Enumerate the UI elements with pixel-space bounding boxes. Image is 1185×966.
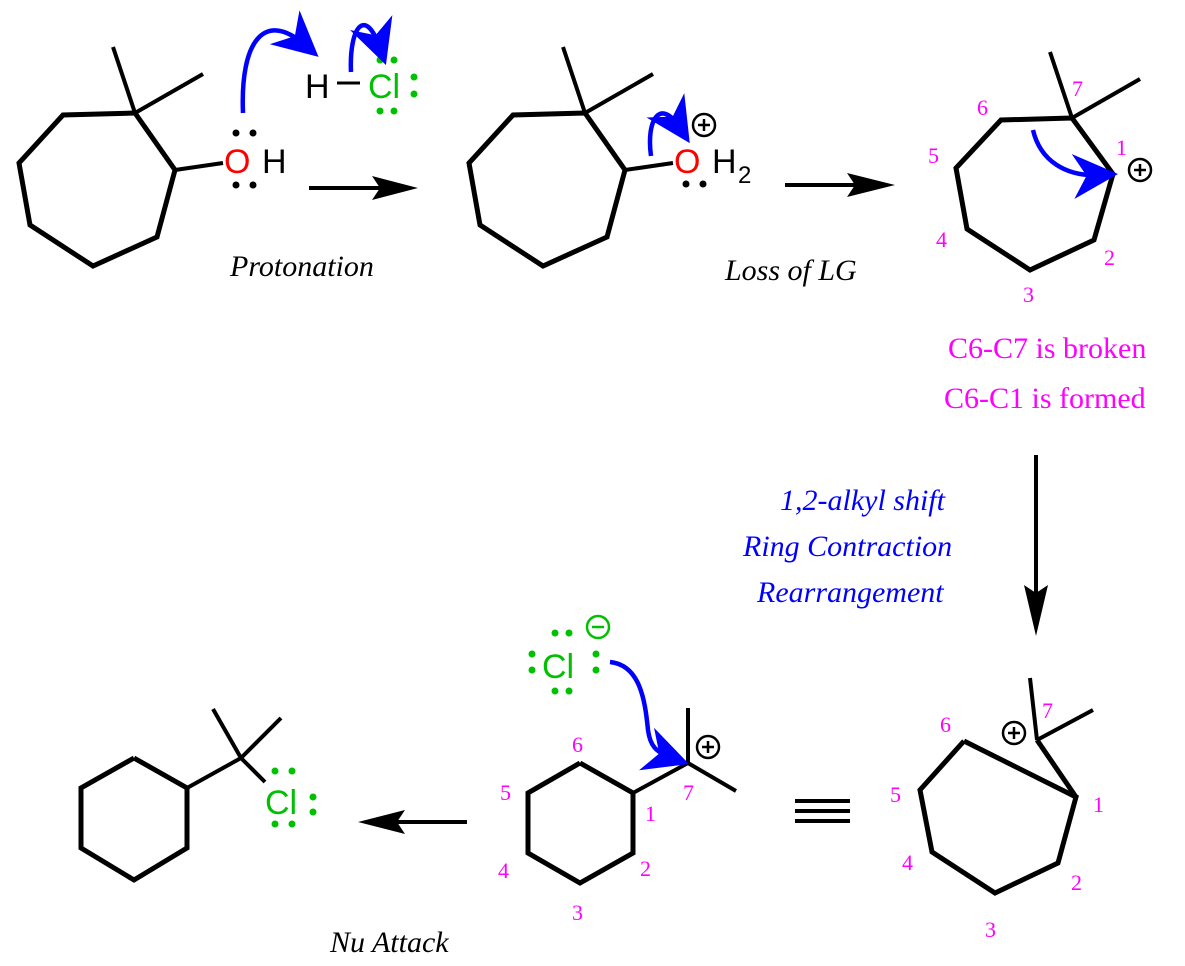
atom-number: 6: [940, 712, 951, 737]
label-ring-contraction: Ring Contraction: [742, 530, 952, 563]
atom-numbering: 1 2 3 4 5 6 7: [928, 76, 1127, 307]
chloride-lone-pairs: [528, 629, 600, 695]
positive-charge-icon: [691, 112, 717, 138]
methyl-bond: [134, 72, 204, 115]
atom-number: 1: [1093, 792, 1104, 817]
atom-number: 7: [1072, 76, 1083, 101]
c-o-bond: [624, 161, 674, 172]
step-label-loss-of-lg: Loss of LG: [724, 254, 857, 287]
methyl-bond: [239, 716, 283, 760]
negative-charge-icon: [585, 614, 611, 640]
ring-bonds: [525, 760, 636, 886]
atom-numbering: 1 2 3 4 5 6 7: [498, 732, 694, 925]
methyl-bond: [1048, 51, 1074, 119]
product-chlorine: Cl: [265, 784, 297, 822]
atom-number: 5: [890, 782, 901, 807]
molecule-cyclohexyl-cation: 1 2 3 4 5 6 7: [498, 708, 738, 925]
atom-number: 3: [572, 900, 583, 925]
lone-pair-dots: [232, 129, 257, 189]
methyl-bond: [1036, 708, 1094, 742]
oxygen-atom: O: [224, 143, 250, 181]
hydrogen-atom: H: [712, 143, 737, 181]
lone-pair-dots: [682, 180, 707, 188]
atom-numbering: 1 2 3 4 5 6 7: [890, 698, 1104, 942]
methyl-bond: [1071, 77, 1141, 120]
note-bond-broken: C6-C7 is broken: [948, 332, 1146, 365]
atom-number: 5: [928, 143, 939, 168]
subscript-2: 2: [738, 162, 751, 189]
ring-bonds: [78, 755, 190, 883]
atom-number: 1: [645, 801, 656, 826]
atom-number: 1: [1116, 135, 1127, 160]
methyl-bond: [561, 46, 587, 114]
molecule-alcohol: O H: [16, 46, 287, 269]
methyl-bond: [111, 46, 137, 114]
ring-bonds: [466, 110, 628, 269]
reaction-arrow-2: [785, 173, 895, 197]
hcl-chlorine: Cl: [368, 68, 400, 106]
c1-c7-bond: [632, 761, 689, 795]
ring-bonds: [16, 110, 178, 269]
hcl-hydrogen: H: [305, 68, 330, 106]
curly-arrow-bond-to-o: [646, 93, 690, 157]
reaction-arrow-3: [1024, 455, 1048, 636]
atom-number: 5: [500, 780, 511, 805]
note-bond-formed: C6-C1 is formed: [944, 382, 1146, 415]
positive-charge-icon: [1127, 157, 1153, 183]
atom-number: 6: [977, 95, 988, 120]
atom-number: 4: [936, 227, 947, 252]
molecule-redrawn-ring: 1 2 3 4 5 6 7: [890, 677, 1104, 942]
reaction-arrow-4: [358, 810, 467, 834]
atom-number: 7: [1042, 698, 1053, 723]
hcl-molecule: H Cl: [305, 56, 418, 115]
methyl-bond: [1028, 677, 1039, 741]
atom-number: 2: [1071, 870, 1082, 895]
hydrogen-atom: H: [262, 143, 287, 181]
positive-charge-icon: [1001, 720, 1027, 746]
curly-arrow-alkyl-shift: [1030, 129, 1118, 199]
step-label-protonation: Protonation: [229, 250, 374, 283]
atom-number: 3: [1023, 282, 1034, 307]
c1-c7-bond: [1034, 738, 1079, 799]
methyl-bond: [686, 761, 738, 793]
methyl-bond: [211, 708, 243, 759]
curly-arrow-bond-to-cl: [348, 15, 393, 73]
ring-to-c-bond: [186, 756, 242, 790]
label-rearrangement: Rearrangement: [756, 576, 944, 609]
chloride-atom: Cl: [542, 648, 574, 686]
chloride-anion: Cl: [528, 614, 689, 771]
atom-number: 7: [683, 780, 694, 805]
atom-number: 3: [985, 917, 996, 942]
atom-number: 6: [572, 732, 583, 757]
c-o-bond: [174, 161, 224, 172]
rearrangement-labels: 1,2-alkyl shift Ring Contraction Rearran…: [742, 484, 952, 609]
label-alkyl-shift: 1,2-alkyl shift: [780, 484, 946, 517]
methyl-bond: [584, 72, 654, 115]
molecule-product: Cl: [78, 708, 317, 883]
oxygen-atom: O: [674, 143, 700, 181]
chlorine-lone-pairs: [271, 767, 317, 828]
molecule-oxonium: O H 2: [466, 46, 751, 269]
equivalence-icon: [795, 799, 850, 823]
atom-number: 2: [1104, 245, 1115, 270]
curly-arrow-o-to-h: [240, 10, 319, 114]
atom-number: 4: [498, 858, 509, 883]
atom-number: 4: [902, 850, 913, 875]
positive-charge-icon: [695, 734, 721, 760]
atom-number: 2: [640, 856, 651, 881]
step-label-nu-attack: Nu Attack: [329, 926, 449, 959]
molecule-cation-7ring: 1 2 3 4 5 6 7: [928, 51, 1153, 307]
curly-arrow-nu-attack: [609, 659, 689, 771]
c-cl-bond: [239, 756, 267, 784]
reaction-arrow-1: [309, 176, 418, 200]
